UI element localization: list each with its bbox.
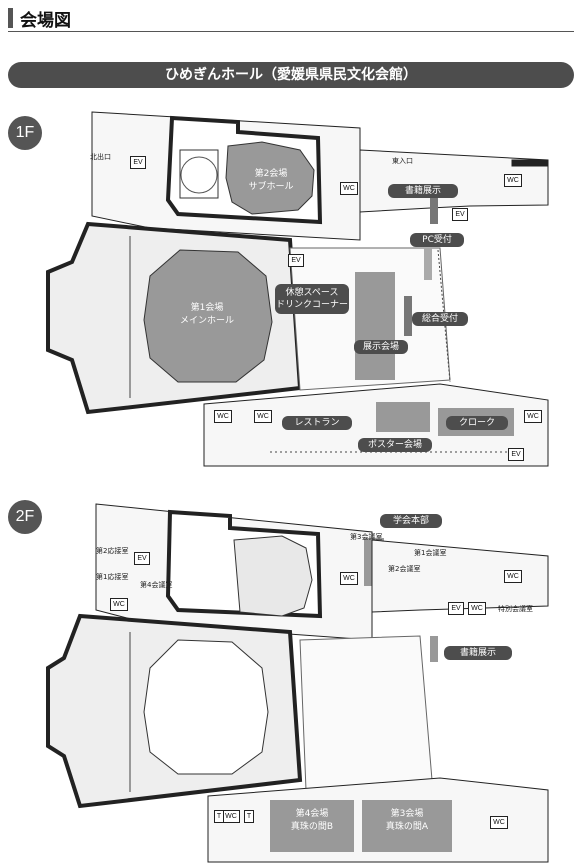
- room1-subname: メインホール: [179, 316, 234, 326]
- floor2-meeting2: 第2会議室: [388, 565, 421, 573]
- floor1-room2-label: 第2会場 サブホール: [236, 168, 306, 194]
- floor1-wc-2: WC: [504, 174, 522, 187]
- floor1-wc-3: WC: [214, 410, 232, 423]
- floor1-east-thick: [511, 159, 549, 167]
- floor1-pc-reception-label: PC受付: [410, 233, 464, 247]
- floor1-east-entrance: 東入口: [392, 157, 413, 165]
- floor1-ev-4: EV: [508, 448, 524, 461]
- heading-accent-bar: [8, 8, 13, 28]
- floor2-wc-2: WC: [340, 572, 358, 585]
- floor2-special-meeting: 特別会議室: [498, 605, 533, 613]
- floor2-books-label: 書籍展示: [444, 646, 512, 660]
- floor1-badge: 1F: [8, 116, 42, 150]
- floor2-wc-4: WC: [468, 602, 486, 615]
- floor2-upper-seating: [233, 535, 313, 617]
- floor2-reception2: 第2応接室: [96, 547, 129, 555]
- page-heading: 会場図: [8, 6, 574, 32]
- floor1-poster-area: [376, 402, 430, 432]
- room2-subname: サブホール: [248, 182, 294, 192]
- floor2-room3-label: 第3会場 真珠の間A: [362, 808, 452, 834]
- floor2-meeting3: 第3会議室: [350, 533, 383, 541]
- floor1-lounge-label: 休憩スペース ドリンクコーナー: [275, 284, 349, 314]
- lounge-line2: ドリンクコーナー: [275, 300, 348, 310]
- floor1-general-reception-label: 総合受付: [412, 312, 468, 326]
- floor1-restaurant-label: レストラン: [282, 416, 352, 430]
- floor1-books-label: 書籍展示: [388, 184, 458, 198]
- floor1-wc-1: WC: [340, 182, 358, 195]
- floor2-wc-6: WC: [490, 816, 508, 829]
- floor2-lobby: [299, 635, 433, 791]
- floor1-wc-5: WC: [524, 410, 542, 423]
- floor2-hq-label: 学会本部: [380, 514, 442, 528]
- floor2-room4-label: 第4会場 真珠の間B: [270, 808, 354, 834]
- room2-name: 第2会場: [254, 169, 288, 179]
- floor2-plan: [46, 503, 549, 863]
- floor1-poster-label: ポスター会場: [358, 438, 432, 452]
- floor2-meeting1: 第1会議室: [414, 549, 447, 557]
- floor1-ev-1: EV: [130, 156, 146, 169]
- floor2-main-seating: [143, 639, 269, 775]
- floor2-wc-5: WC: [222, 810, 240, 823]
- venue-name-banner: ひめぎんホール（愛媛県県民文化会館）: [8, 62, 574, 88]
- room4-subname: 真珠の間B: [290, 822, 334, 832]
- floor2-wc-3: WC: [504, 570, 522, 583]
- floor1-wc-4: WC: [254, 410, 272, 423]
- page-title: 会場図: [20, 11, 71, 31]
- floor1-exhibition-area: [355, 272, 395, 380]
- floor2-badge: 2F: [8, 500, 42, 534]
- floor2-t-1: T: [214, 810, 224, 823]
- floor1-ev-3: EV: [288, 254, 304, 267]
- heading-rule: [8, 31, 574, 32]
- floor1-room1-area: [143, 249, 273, 383]
- floor2-t-2: T: [244, 810, 254, 823]
- room3-name: 第3会場: [390, 809, 424, 819]
- floor1-stage2: [179, 149, 219, 199]
- floor2-ev-1: EV: [134, 552, 150, 565]
- floor1-books-stand: [430, 196, 438, 224]
- floor1-reception-stand: [404, 296, 412, 336]
- floor2-reception1: 第1応接室: [96, 573, 129, 581]
- floor1-north-exit: 北出口: [90, 153, 111, 161]
- floor1-room1-label: 第1会場 メインホール: [170, 302, 244, 328]
- floor2-room4-area: [270, 800, 354, 852]
- room3-subname: 真珠の間A: [385, 822, 429, 832]
- floor2-books-stand: [430, 636, 438, 662]
- floor1-pc-stand: [424, 248, 432, 280]
- floor1-cloak-label: クローク: [446, 416, 508, 430]
- floor2-meeting4: 第4会議室: [140, 581, 173, 589]
- floor1-ev-2: EV: [452, 208, 468, 221]
- room4-name: 第4会場: [295, 809, 329, 819]
- floor2-ev-2: EV: [448, 602, 464, 615]
- floor2-wc-1: WC: [110, 598, 128, 611]
- lounge-line1: 休憩スペース: [285, 288, 339, 298]
- floor2-room3-area: [362, 800, 452, 852]
- floor1-stage2-circle: [180, 156, 218, 194]
- room1-name: 第1会場: [190, 303, 224, 313]
- floor1-exhibition-label: 展示会場: [354, 340, 408, 354]
- floor1-room2-area: [225, 141, 315, 215]
